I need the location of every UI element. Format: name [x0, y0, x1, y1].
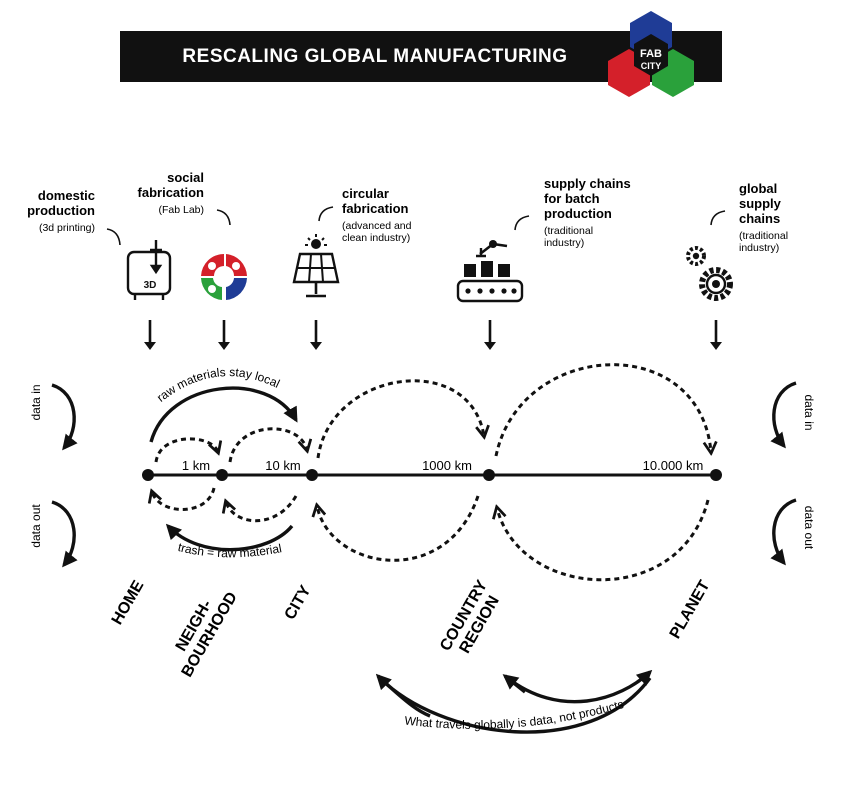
production-title: fabrication	[138, 185, 205, 200]
scale-label-line: CITY	[282, 582, 315, 622]
distance-1km: 1 km	[182, 458, 210, 473]
gears-icon	[686, 246, 733, 301]
data-out-left: data out	[29, 504, 43, 548]
scale-axis: 1 km 10 km 1000 km 10.000 km	[142, 458, 722, 481]
fab-city-logo: FAB CITY	[608, 11, 694, 97]
trash-note: trash = raw material	[177, 540, 283, 560]
production-title: circular	[342, 186, 389, 201]
node-country-region	[483, 469, 495, 481]
scale-label: NEIGH-BOURHOOD	[173, 589, 241, 680]
production-subtitle: (traditional	[739, 230, 788, 242]
fab-lab-logo-icon	[201, 253, 247, 300]
production-title: social	[167, 170, 204, 185]
raw-materials-note: raw materials stay local	[154, 365, 282, 405]
page-title: RESCALING GLOBAL MANUFACTURING	[182, 46, 568, 67]
label-hooks	[106, 206, 726, 246]
annotations: raw materials stay local trash = raw mat…	[29, 365, 816, 732]
data-in-left: data in	[29, 384, 43, 420]
robot-arm-conveyor-icon	[456, 240, 524, 303]
node-home	[142, 469, 154, 481]
production-subtitle: clean industry)	[342, 232, 410, 244]
distance-10000km: 10.000 km	[643, 458, 704, 473]
node-planet	[710, 469, 722, 481]
3d-printer-icon: 3D	[126, 240, 172, 300]
production-title: supply chains	[544, 176, 631, 191]
production-title: global	[739, 181, 777, 196]
production-subtitle: (Fab Lab)	[158, 204, 204, 216]
production-title: fabrication	[342, 201, 409, 216]
production-subtitle: (advanced and	[342, 220, 412, 232]
distance-10km: 10 km	[265, 458, 300, 473]
scale-label: CITY	[282, 582, 315, 622]
node-neighbourhood	[216, 469, 228, 481]
scale-label-line: HOME	[109, 577, 148, 627]
production-subtitle: (3d printing)	[39, 222, 95, 234]
solar-panel-icon	[292, 234, 340, 298]
production-title: domestic	[38, 188, 95, 203]
solid-arrows	[51, 381, 797, 734]
scale-label-line: PLANET	[667, 578, 714, 642]
data-out-right: data out	[802, 506, 816, 550]
production-subtitle: industry)	[739, 242, 779, 254]
scale-label: PLANET	[667, 578, 714, 642]
production-title: chains	[739, 211, 780, 226]
node-city	[306, 469, 318, 481]
distance-1000km: 1000 km	[422, 458, 472, 473]
production-subtitle: industry)	[544, 237, 584, 249]
data-in-right: data in	[802, 394, 816, 430]
production-title: production	[27, 203, 95, 218]
dotted-loops	[152, 363, 711, 582]
production-subtitle: (traditional	[544, 225, 593, 237]
production-title: for batch	[544, 191, 600, 206]
logo-line2: CITY	[641, 61, 662, 71]
logo-line1: FAB	[640, 48, 662, 60]
production-title: production	[544, 206, 612, 221]
production-title: supply	[739, 196, 782, 211]
down-arrows	[144, 320, 722, 350]
scale-label: HOME	[109, 577, 148, 627]
3d-label: 3D	[144, 280, 157, 291]
